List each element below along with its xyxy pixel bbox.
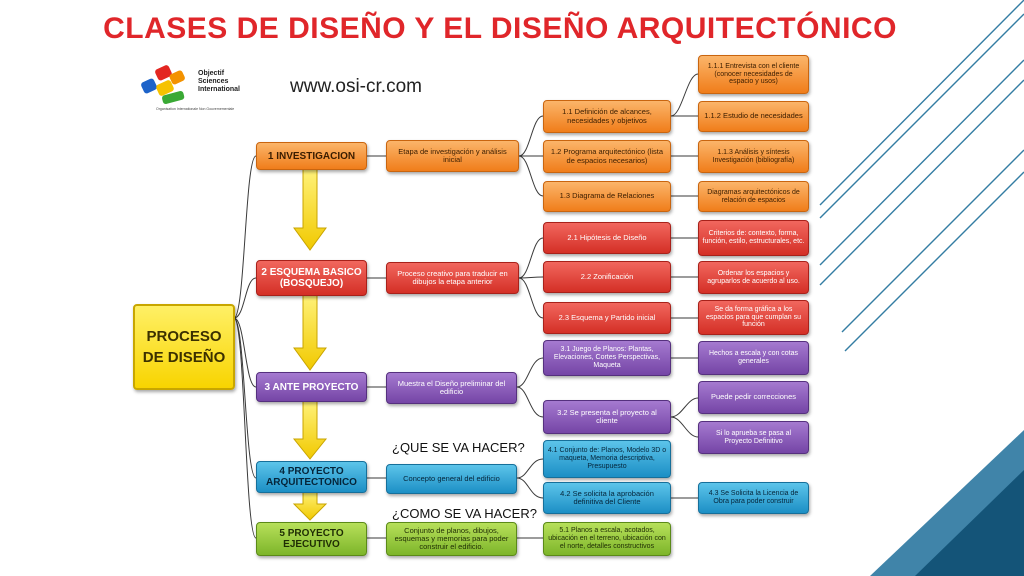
main-node-line: PROCESO — [146, 328, 222, 345]
down-arrow-icon — [293, 168, 327, 251]
stage-3-ante-proyecto: 3 ANTE PROYECTO — [256, 372, 367, 402]
step-1-3: 1.3 Diagrama de Relaciones — [543, 181, 671, 212]
process-2: Proceso creativo para traducir en dibujo… — [386, 262, 519, 294]
main-node-proceso-de-diseno: PROCESO DE DISEÑO — [133, 304, 235, 390]
logo-subtitle: Organisation Internationale Non Gouverne… — [156, 107, 235, 111]
process-3: Muestra el Diseño preliminar del edifici… — [386, 372, 517, 404]
step-3-2: 3.2 Se presenta el proyecto al cliente — [543, 400, 671, 434]
detail-1-1-1: 1.1.1 Entrevista con el cliente (conocer… — [698, 55, 809, 94]
stage-4-proyecto-arquitectonico: 4 PROYECTO ARQUITECTONICO — [256, 461, 367, 493]
detail-1-1-3: 1.1.3 Análisis y síntesis Investigación … — [698, 140, 809, 173]
step-4-1: 4.1 Conjunto de: Planos, Modelo 3D o maq… — [543, 440, 671, 478]
question-que-se-va-hacer: ¿QUE SE VA HACER? — [392, 440, 525, 455]
detail-4-3: 4.3 Se Solicita la Licencia de Obra para… — [698, 482, 809, 514]
down-arrow-icon — [293, 293, 327, 371]
step-1-2: 1.2 Programa arquitectónico (lista de es… — [543, 140, 671, 173]
diagram-figure: Objectif Sciences International Organisa… — [130, 50, 818, 567]
detail-2-1: Criterios de: contexto, forma, función, … — [698, 220, 809, 256]
process-1: Etapa de investigación y análisis inicia… — [386, 140, 519, 172]
logo-line: Sciences — [198, 78, 229, 86]
process-4: Concepto general del edificio — [386, 464, 517, 494]
website-url: www.osi-cr.com — [290, 76, 422, 97]
question-como-se-va-hacer: ¿COMO SE VA HACER? — [392, 506, 537, 521]
detail-3-2a: Puede pedir correcciones — [698, 381, 809, 414]
stage-2-esquema-basico: 2 ESQUEMA BASICO (BOSQUEJO) — [256, 260, 367, 296]
logo-text: Objectif Sciences International — [198, 70, 240, 94]
step-2-2: 2.2 Zonificación — [543, 261, 671, 293]
detail-3-1: Hechos a escala y con cotas generales — [698, 341, 809, 375]
detail-2-3: Se da forma gráfica a los espacios para … — [698, 300, 809, 335]
stage-5-proyecto-ejecutivo: 5 PROYECTO EJECUTIVO — [256, 522, 367, 556]
step-1-1: 1.1 Definición de alcances, necesidades … — [543, 100, 671, 133]
step-2-3: 2.3 Esquema y Partido inicial — [543, 302, 671, 334]
process-5: Conjunto de planos, dibujos, esquemas y … — [386, 522, 517, 556]
diagram-connectors — [141, 65, 699, 539]
down-arrow-icon — [292, 490, 328, 521]
slide-title: CLASES DE DISEÑO Y EL DISEÑO ARQUITECTÓN… — [103, 12, 897, 45]
detail-3-2b: Si lo aprueba se pasa al Proyecto Defini… — [698, 421, 809, 454]
detail-2-2: Ordenar los espacios y agruparlos de acu… — [698, 261, 809, 294]
step-3-1: 3.1 Juego de Planos: Plantas, Elevacione… — [543, 340, 671, 376]
down-arrow-icon — [292, 400, 328, 460]
step-5-1: 5.1 Planos a escala, acotados, ubicación… — [543, 522, 671, 556]
detail-1-1-2: 1.1.2 Estudio de necesidades — [698, 101, 809, 132]
main-node-line: DE DISEÑO — [142, 349, 226, 366]
step-2-1: 2.1 Hipótesis de Diseño — [543, 222, 671, 254]
logo-line: International — [198, 86, 241, 94]
detail-1-3: Diagramas arquitectónicos de relación de… — [698, 181, 809, 212]
logo-line: Objectif — [198, 70, 225, 77]
logo-icon — [141, 65, 185, 105]
stage-1-investigacion: 1 INVESTIGACION — [256, 142, 367, 170]
step-4-2: 4.2 Se solicita la aprobación definitiva… — [543, 482, 671, 514]
